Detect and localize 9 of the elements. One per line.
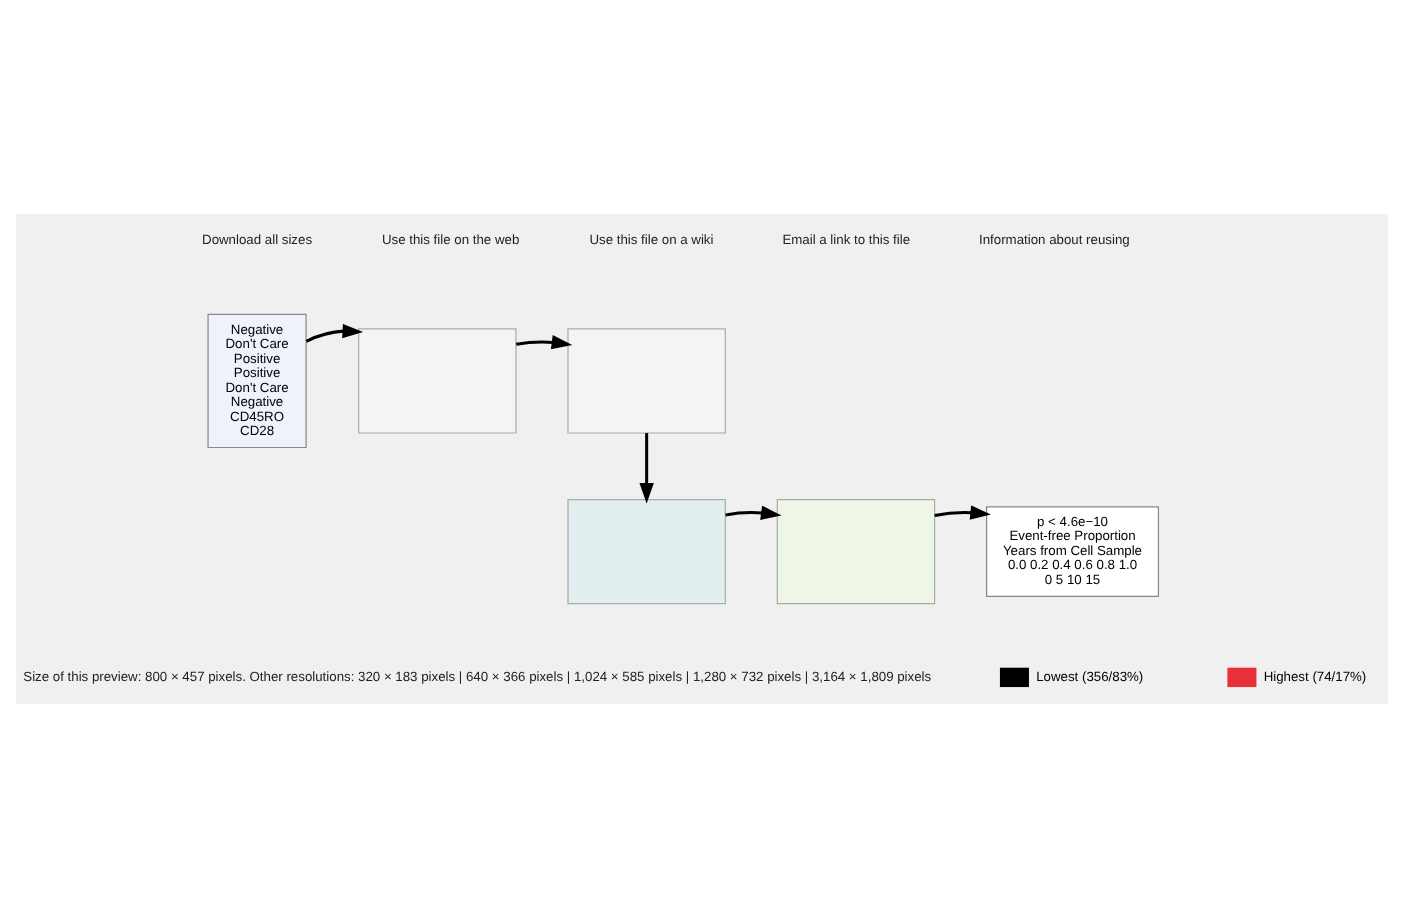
arrow xyxy=(516,335,573,350)
node-box xyxy=(567,498,726,605)
node-box xyxy=(567,328,726,434)
node-box xyxy=(358,328,517,434)
arrow xyxy=(934,505,991,520)
arrow xyxy=(725,505,782,520)
arrow xyxy=(305,323,364,343)
node-box xyxy=(776,498,936,605)
arrow xyxy=(639,433,654,504)
